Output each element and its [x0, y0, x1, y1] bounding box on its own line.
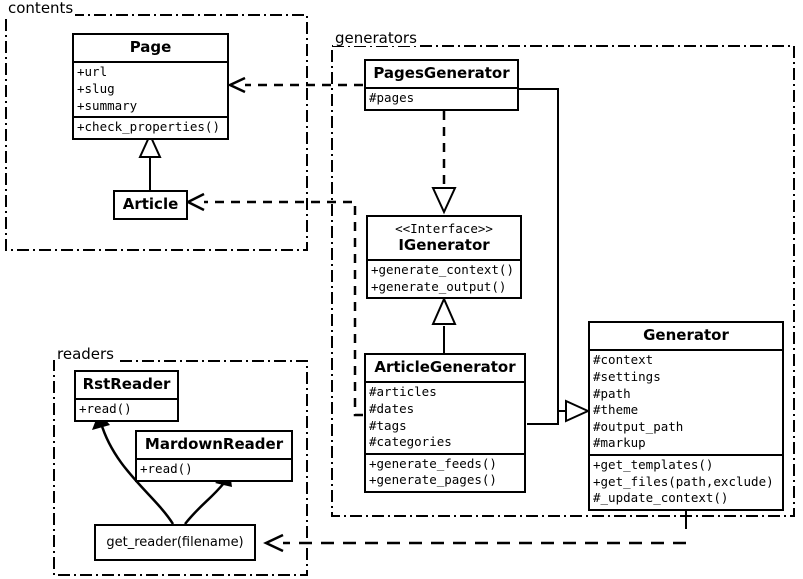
class-name-article: Article	[122, 195, 179, 213]
class-stereotype-igenerator: <<Interface>>	[395, 221, 493, 236]
class-name-articlegenerator: ArticleGenerator	[374, 358, 516, 376]
class-operations-page: +check_properties()	[74, 116, 227, 138]
package-frame-contents	[5, 14, 308, 251]
function-box-label: get_reader(filename)	[106, 535, 244, 550]
class-attribute: #settings	[593, 368, 661, 384]
class-box-igenerator[interactable]: <<Interface>> IGenerator +generate_conte…	[366, 215, 522, 300]
class-operation: +generate_pages()	[369, 472, 497, 488]
relationship-generator-uses-get-reader	[263, 505, 687, 553]
class-operation: +generate_feeds()	[369, 455, 497, 471]
class-operation: +generate_output()	[371, 278, 507, 294]
class-box-article[interactable]: Article	[113, 190, 188, 221]
class-name-mardownreader: MardownReader	[144, 435, 284, 453]
class-operations-articlegenerator: +generate_feeds() +generate_pages()	[366, 452, 524, 491]
class-attribute: #tags	[369, 417, 407, 433]
class-attribute: #context	[593, 352, 654, 368]
class-attributes-generator: #context #settings #path #theme #output_…	[590, 349, 782, 454]
class-box-pagesgenerator[interactable]: PagesGenerator #pages	[364, 59, 519, 111]
class-attribute: #theme	[593, 402, 639, 418]
relationship-pagesgenerator-realizes-igenerator	[431, 111, 457, 215]
class-operation: +read()	[140, 461, 193, 477]
package-frame-readers	[53, 360, 308, 576]
class-operation: #_update_context()	[593, 490, 729, 506]
class-operations-rstreader: +read()	[76, 398, 177, 420]
relationship-article-inherits-page	[138, 132, 162, 190]
class-operation: +generate_context()	[371, 261, 514, 277]
class-attribute: #dates	[369, 400, 415, 416]
class-box-rstreader[interactable]: RstReader +read()	[74, 370, 179, 422]
class-attributes-pagesgenerator: #pages	[366, 87, 517, 109]
class-attributes-page: +url +slug +summary	[74, 61, 227, 116]
class-attribute: +summary	[77, 97, 138, 113]
class-operation: +get_files(path,exclude)	[593, 473, 774, 489]
package-frame-generators	[331, 45, 795, 517]
class-operations-generator: +get_templates() +get_files(path,exclude…	[590, 454, 782, 509]
class-attribute: #output_path	[593, 418, 684, 434]
class-name-rstreader: RstReader	[82, 375, 171, 393]
class-operation: +get_templates()	[593, 457, 714, 472]
class-operations-igenerator: +generate_context() +generate_output()	[368, 258, 520, 297]
class-operations-mardownreader: +read()	[137, 458, 291, 480]
class-attribute: #articles	[369, 384, 437, 400]
package-label-contents: contents	[6, 0, 76, 17]
class-name-pagesgenerator: PagesGenerator	[373, 64, 510, 82]
relationship-articlegenerator-uses-article	[185, 192, 363, 417]
class-name-page: Page	[129, 38, 172, 56]
class-operation: +read()	[79, 401, 132, 417]
package-label-readers: readers	[55, 345, 116, 363]
relationship-pagesgenerator-uses-page	[227, 76, 363, 94]
class-box-generator[interactable]: Generator #context #settings #path #them…	[588, 321, 784, 511]
relationship-articlegenerator-realizes-igenerator	[431, 296, 457, 353]
class-name-igenerator: <<Interface>> IGenerator	[368, 217, 520, 259]
class-operation: +check_properties()	[77, 119, 220, 135]
class-name-generator: Generator	[643, 326, 729, 344]
class-attribute: #pages	[369, 90, 415, 106]
class-attribute: #markup	[593, 435, 646, 451]
function-box-get-reader[interactable]: get_reader(filename)	[94, 524, 256, 561]
package-label-generators: generators	[333, 29, 419, 47]
class-name-text-igenerator: IGenerator	[398, 235, 490, 254]
relationship-generators-inherit-generator	[519, 88, 591, 425]
class-attribute: +slug	[77, 80, 115, 96]
class-box-articlegenerator[interactable]: ArticleGenerator #articles #dates #tags …	[364, 353, 526, 493]
class-attribute: #categories	[369, 434, 452, 450]
class-attributes-articlegenerator: #articles #dates #tags #categories	[366, 381, 524, 453]
class-attribute: +url	[77, 64, 108, 80]
class-box-mardownreader[interactable]: MardownReader +read()	[135, 430, 293, 482]
class-box-page[interactable]: Page +url +slug +summary +check_properti…	[72, 33, 229, 140]
class-attribute: #path	[593, 385, 631, 401]
